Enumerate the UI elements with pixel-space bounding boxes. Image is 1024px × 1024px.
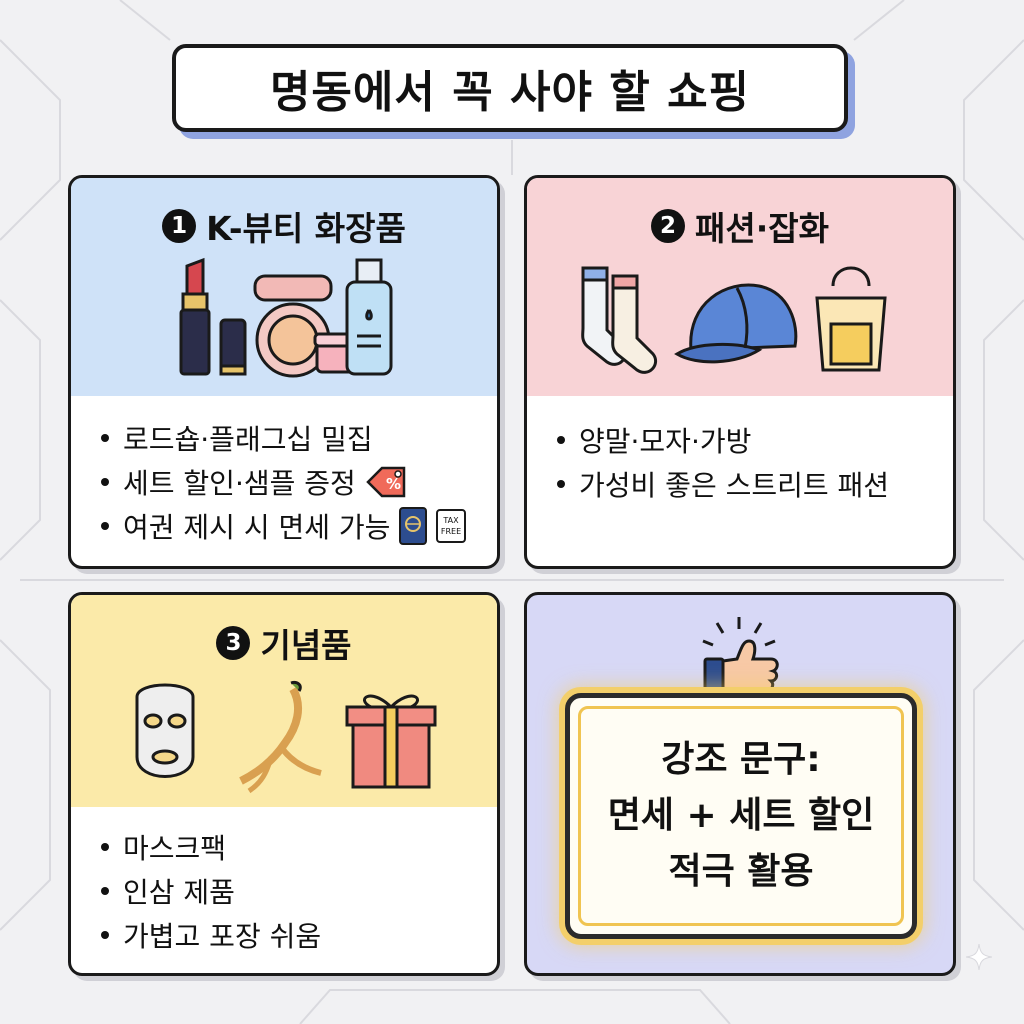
list-item: 로드숍·플래그십 밀집 xyxy=(101,416,497,460)
sheet-mask-icon xyxy=(135,683,195,778)
socks-icon xyxy=(581,266,658,374)
gift-box-icon xyxy=(345,694,437,789)
card-number: 2 xyxy=(651,209,685,243)
card-number: 3 xyxy=(216,626,251,660)
fashion-items-illustration xyxy=(581,266,887,374)
card-fashion: 2 패션·잡화 양말·모자·가방 가성비 좋은 스트리트 패션 xyxy=(524,175,956,569)
card-title: 기념품 xyxy=(260,626,352,665)
card-souvenir: 3 기념품 마스크팩 인삼 제 xyxy=(68,592,500,976)
tax-free-badge-icon: TAX FREE xyxy=(436,509,467,543)
card-highlight: 강조 문구: 면세 + 세트 할인 적극 활용 xyxy=(524,592,956,976)
price-tag-icon: % xyxy=(366,466,406,498)
title-banner: 명동에서 꼭 사야 할 쇼핑 xyxy=(172,44,848,132)
lipstick-icon xyxy=(179,257,211,376)
list-item: 세트 할인·샘플 증정 % xyxy=(101,460,497,504)
list-item: 마스크팩 xyxy=(101,825,497,869)
card-title: K-뷰티 화장품 xyxy=(206,209,406,248)
highlight-box: 강조 문구: 면세 + 세트 할인 적극 활용 xyxy=(565,693,917,939)
bullet-list: 양말·모자·가방 가성비 좋은 스트리트 패션 xyxy=(527,396,953,506)
lotion-bottle-icon xyxy=(345,258,393,376)
svg-text:%: % xyxy=(386,475,401,493)
card-header: 2 패션·잡화 xyxy=(527,178,953,396)
card-number: 1 xyxy=(162,209,197,243)
cushion-compact-icon xyxy=(253,274,333,378)
souvenir-items-illustration xyxy=(135,681,437,794)
card-header: 3 기념품 xyxy=(71,595,497,807)
passport-icon xyxy=(399,507,428,545)
ginseng-icon xyxy=(239,681,322,794)
beauty-products-illustration xyxy=(179,257,393,378)
svg-text:TAX: TAX xyxy=(443,516,460,525)
thumbs-up-icon xyxy=(702,617,779,701)
list-item: 가볍고 포장 쉬움 xyxy=(101,913,497,957)
tote-bag-icon xyxy=(815,266,887,372)
card-k-beauty: 1 K-뷰티 화장품 xyxy=(68,175,500,569)
list-item: 여권 제시 시 면세 가능 TAX FREE xyxy=(101,504,497,548)
page-title: 명동에서 꼭 사야 할 쇼핑 xyxy=(269,67,751,118)
card-title: 패션·잡화 xyxy=(695,209,829,248)
card-header: 1 K-뷰티 화장품 xyxy=(71,178,497,396)
list-item: 양말·모자·가방 xyxy=(557,418,953,462)
list-item: 인삼 제품 xyxy=(101,869,497,913)
svg-text:FREE: FREE xyxy=(441,527,461,536)
bullet-list: 로드숍·플래그십 밀집 세트 할인·샘플 증정 % 여권 제시 시 면세 가능 … xyxy=(71,396,497,548)
highlight-text: 강조 문구: 면세 + 세트 할인 적극 활용 xyxy=(607,739,875,892)
list-item: 가성비 좋은 스트리트 패션 xyxy=(557,462,953,506)
nail-polish-icon xyxy=(219,318,247,376)
cap-icon xyxy=(674,283,798,364)
bullet-list: 마스크팩 인삼 제품 가볍고 포장 쉬움 xyxy=(71,807,497,957)
sparkle-icon xyxy=(966,944,992,970)
